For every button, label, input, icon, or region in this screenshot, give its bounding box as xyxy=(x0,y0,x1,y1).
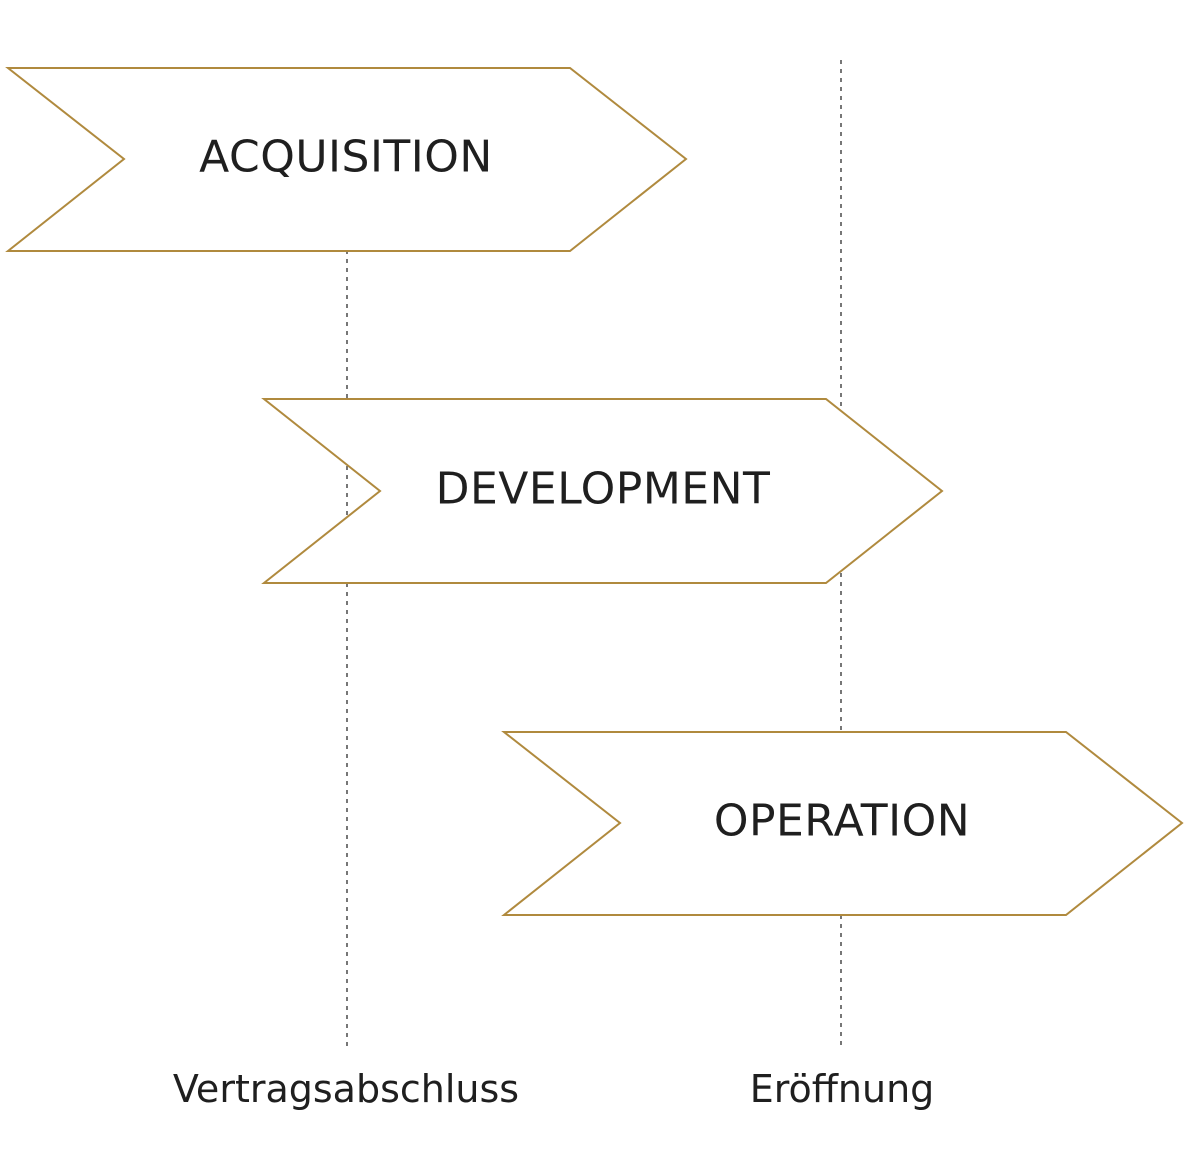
phase-arrow-shape xyxy=(501,731,1184,916)
phase-label-operation: OPERATION xyxy=(714,796,970,847)
phase-arrow-acquisition: ACQUISITION xyxy=(5,67,688,252)
milestone-label-eroeffnung: Eröffnung xyxy=(750,1067,935,1111)
phase-label-acquisition: ACQUISITION xyxy=(199,132,493,183)
phase-arrow-shape xyxy=(261,398,944,584)
milestone-label-vertragsabschluss: Vertragsabschluss xyxy=(173,1067,519,1111)
phase-arrow-development: DEVELOPMENT xyxy=(261,398,944,584)
phase-arrow-operation: OPERATION xyxy=(501,731,1184,916)
phase-arrow-shape xyxy=(5,67,688,252)
phase-label-development: DEVELOPMENT xyxy=(436,464,771,515)
